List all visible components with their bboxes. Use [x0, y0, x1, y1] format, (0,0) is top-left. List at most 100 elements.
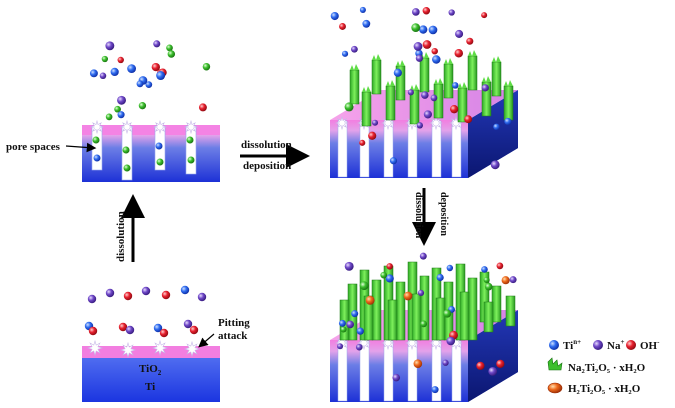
- pore: [359, 120, 370, 178]
- legend-na-ion-icon: [593, 340, 603, 350]
- oh-ion: [496, 262, 504, 270]
- na-ion: [455, 29, 464, 38]
- na-ion: [419, 252, 427, 260]
- nanostructure-rod: [349, 69, 360, 105]
- oh-ion: [422, 40, 432, 49]
- ti-ion: [389, 157, 398, 165]
- pit-starburst: [119, 341, 137, 359]
- na-ion: [105, 288, 115, 298]
- na-ion: [430, 94, 438, 102]
- ti-ion: [431, 386, 439, 394]
- ti-ion: [452, 82, 459, 89]
- nanostructure-rod: [467, 55, 478, 91]
- h2ti2o5-particle: [501, 276, 510, 285]
- legend-na2ti2o5-icon: [547, 357, 563, 371]
- block-front-face: [330, 120, 468, 178]
- pore: [359, 340, 370, 402]
- oh-ion: [159, 328, 169, 338]
- arrow-dissolution-up: dissolution: [115, 194, 145, 262]
- na-ion: [344, 261, 354, 271]
- na-ion: [412, 8, 420, 16]
- na-ion: [481, 84, 489, 92]
- na2ti2o5-particle: [344, 102, 354, 112]
- nanostructure-rod: [467, 277, 478, 341]
- na2ti2o5-particle: [122, 146, 130, 154]
- na-ion: [346, 320, 355, 329]
- oh-ion: [359, 139, 366, 146]
- na-ion: [87, 294, 97, 304]
- nanostructure-rod: [459, 291, 470, 341]
- ti-ion: [93, 154, 101, 162]
- nanostructure-rod: [395, 281, 406, 341]
- legend: Tin+ Na+ OH- Na₂Ti₂O₅ · xH₂O H₂Ti₂O₅ · x…: [547, 338, 660, 395]
- na2ti2o5-particle: [166, 44, 173, 52]
- na-ion: [421, 91, 429, 99]
- nanostructure-rod: [371, 59, 382, 95]
- pore: [407, 340, 418, 402]
- panel-mature-growth: [330, 252, 518, 402]
- front-pores: [334, 115, 464, 178]
- na-ion: [355, 343, 363, 351]
- legend-ti-ion-icon: [549, 340, 559, 350]
- pit-starburst: [183, 340, 201, 358]
- arrow-dissolution-deposition-right: dissolution deposition: [240, 139, 310, 172]
- pore-spaces-label: pore spaces: [6, 141, 61, 153]
- nanostructure-rod: [491, 285, 502, 323]
- oh-ion: [431, 47, 438, 55]
- arrow-right-bottom-label: deposition: [243, 160, 291, 172]
- oh-ion: [123, 291, 133, 301]
- na2ti2o5-particle: [114, 105, 121, 113]
- ti-ion: [436, 273, 444, 282]
- pit-starburst: [334, 115, 350, 131]
- rod-tip: [444, 58, 453, 64]
- nanostructure-rod: [339, 299, 350, 341]
- ti-substrate: [82, 358, 220, 402]
- oh-ion: [118, 322, 128, 332]
- ti-ion: [351, 310, 359, 318]
- nanostructure-rod: [443, 63, 454, 99]
- rod-tip: [372, 54, 381, 60]
- nanostructure-rod: [419, 275, 430, 341]
- nanostructure-rod: [433, 83, 444, 119]
- ti-ion: [117, 111, 125, 119]
- legend-ti-ion-label: Tin+: [563, 338, 581, 352]
- rod-tip: [468, 50, 477, 56]
- oh-ion: [339, 23, 346, 30]
- legend-na-ion-label: Na+: [607, 338, 624, 352]
- oh-ion: [117, 56, 124, 64]
- ti-ion: [428, 25, 438, 35]
- na2ti2o5-particle: [411, 23, 421, 32]
- panel-early-growth: [330, 6, 518, 178]
- oh-ion: [422, 6, 431, 15]
- ti-ion: [356, 327, 364, 335]
- rod-tip: [434, 78, 443, 84]
- ti-ion: [359, 6, 366, 13]
- nanostructure-rod: [483, 301, 494, 333]
- ti-ion: [180, 285, 190, 295]
- na2ti2o5-particle: [101, 55, 109, 63]
- nanostructure-rod: [361, 91, 372, 127]
- oh-ion: [454, 48, 464, 58]
- legend-oh-ion-label: OH-: [640, 338, 660, 352]
- h2ti2o5-particle: [365, 295, 375, 305]
- na-ion: [448, 9, 455, 16]
- pore: [337, 340, 348, 402]
- panel4-ions: [337, 252, 517, 394]
- rod-tip: [458, 82, 467, 88]
- ti-ion: [156, 71, 166, 81]
- panel2-ions: [89, 40, 211, 172]
- rod-tip: [504, 80, 513, 86]
- na2ti2o5-particle: [483, 276, 490, 284]
- tio2-layer: [82, 346, 220, 358]
- oh-ion: [466, 37, 474, 45]
- ti-ion: [136, 80, 144, 88]
- oh-ion: [198, 103, 207, 112]
- na2ti2o5-particle: [138, 102, 147, 110]
- h2ti2o5-particle: [413, 359, 423, 369]
- legend-h2ti2o5-icon: [547, 382, 563, 394]
- na-ion: [337, 343, 344, 350]
- pitting-pointer-arrow: [198, 333, 215, 348]
- oh-ion: [476, 361, 485, 370]
